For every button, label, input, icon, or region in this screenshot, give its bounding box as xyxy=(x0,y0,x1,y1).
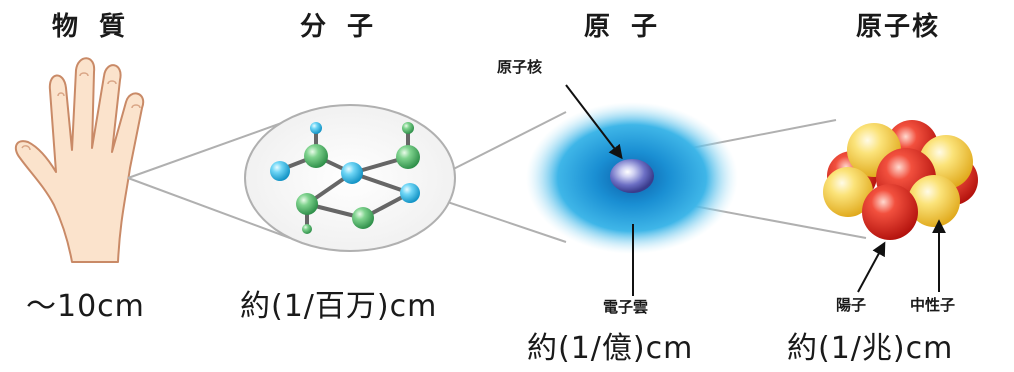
title-nucleus: 原子核 xyxy=(856,12,941,42)
atom-nucleus-core xyxy=(610,159,654,193)
title-matter: 物 質 xyxy=(52,12,132,42)
molecule-illustration xyxy=(270,122,420,234)
size-nucleus: 約(1/兆)cm xyxy=(787,331,954,366)
size-matter: 〜10cm xyxy=(26,289,145,324)
label-electron-cloud: 電子雲 xyxy=(603,298,649,316)
hand-illustration xyxy=(14,57,145,263)
zoom-connector-lines xyxy=(127,111,867,243)
label-neutron: 中性子 xyxy=(910,296,956,314)
size-molecule: 約(1/百万)cm xyxy=(240,289,438,324)
label-proton: 陽子 xyxy=(836,296,867,314)
atom-illustration xyxy=(526,102,738,254)
size-atom: 約(1/億)cm xyxy=(527,331,694,366)
title-molecule: 分 子 xyxy=(300,12,380,42)
title-atom: 原 子 xyxy=(584,12,664,42)
nucleus-illustration xyxy=(823,120,978,240)
atom-label-arrows xyxy=(565,84,634,296)
nucleus-label-arrows xyxy=(857,219,946,293)
label-atom-nucleus: 原子核 xyxy=(497,58,543,76)
